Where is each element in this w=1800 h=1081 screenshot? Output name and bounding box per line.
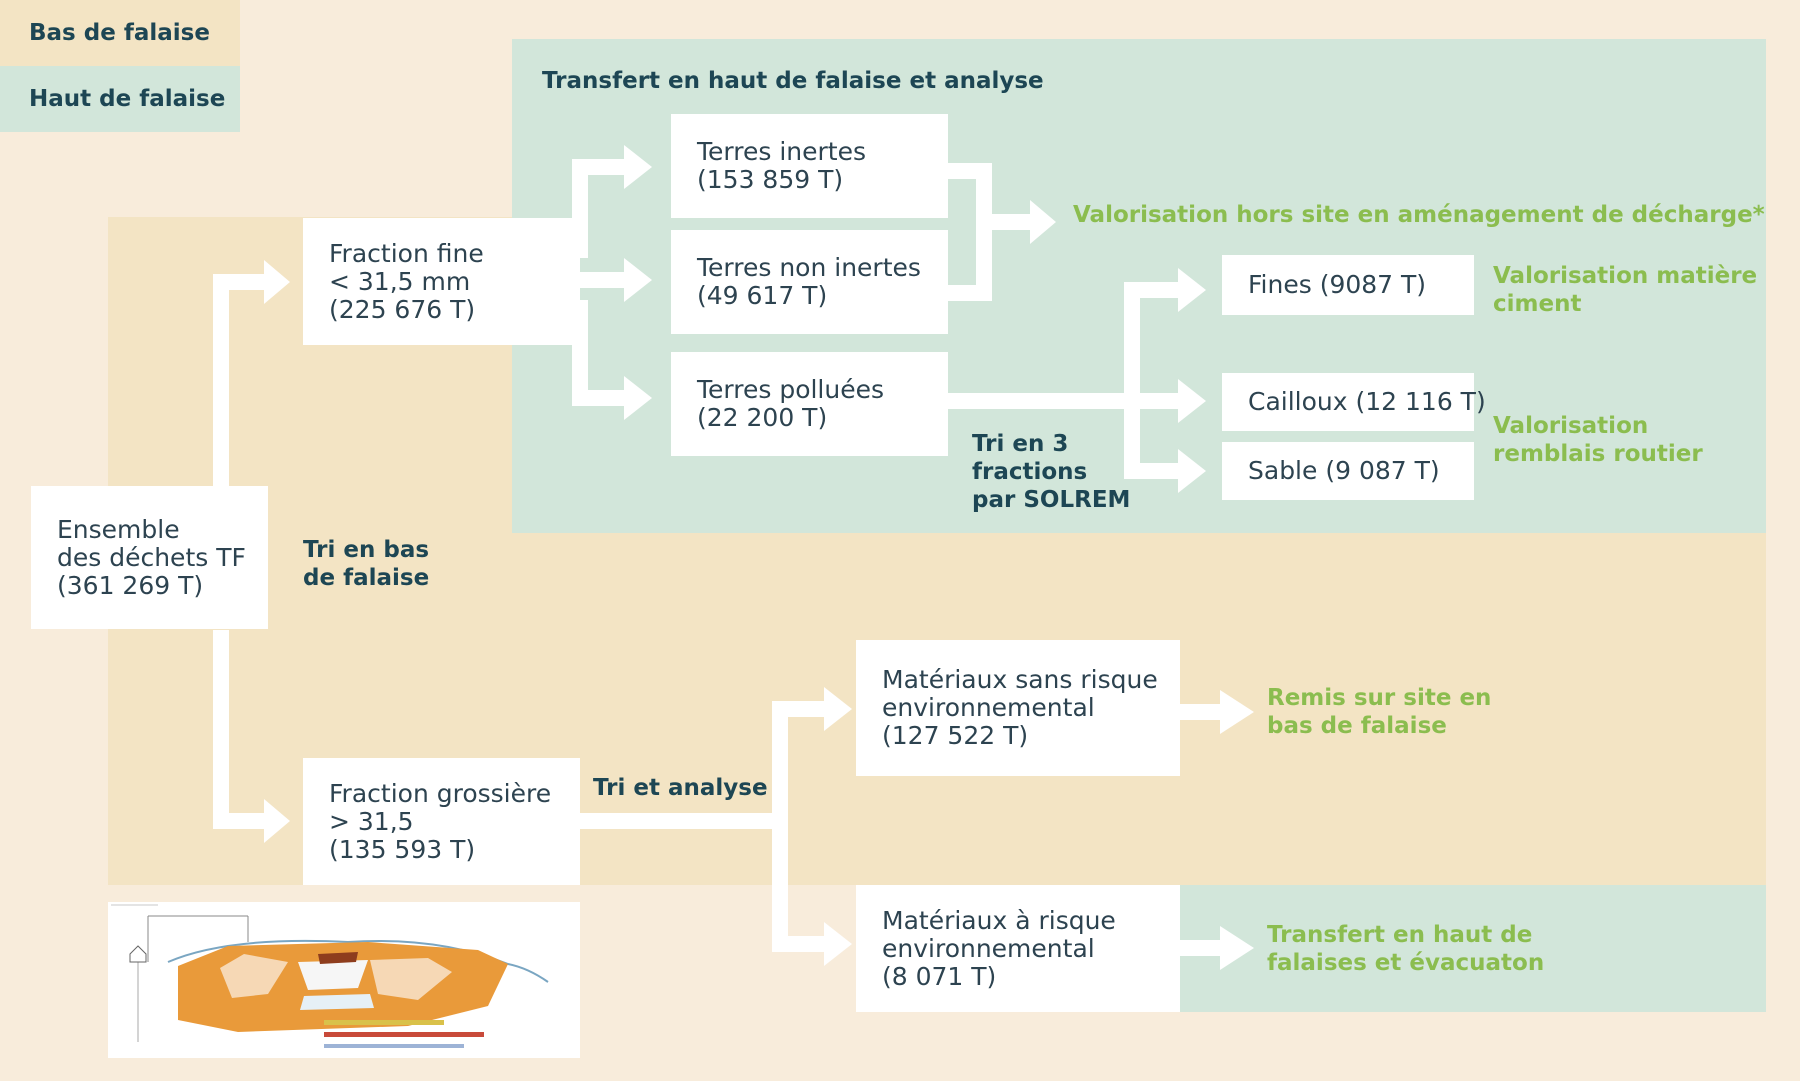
legend-bas-de-falaise: Bas de falaise — [0, 0, 240, 66]
arrow-stem-to-fines — [1124, 282, 1180, 401]
terres-polluees-line-1: Terres polluées — [697, 375, 885, 404]
arrowhead-transfert — [1220, 926, 1254, 970]
box-sable: Sable (9 087 T) — [1222, 442, 1474, 500]
label-tri-et-analyse: Tri et analyse — [593, 775, 768, 801]
box-ensemble-dechets: Ensemble des déchets TF (361 269 T) — [31, 486, 268, 629]
fines-label: Fines (9087 T) — [1248, 270, 1427, 299]
terres-non-inertes-line-1: Terres non inertes — [697, 253, 921, 282]
box-materiaux-risque: Matériaux à risque environnemental (8 07… — [856, 885, 1180, 1012]
outcome-valorisation-routier: Valorisation remblais routier — [1493, 412, 1703, 468]
legend-haut-de-falaise: Haut de falaise — [0, 66, 240, 132]
arrow-stem-to-sable — [1124, 401, 1180, 479]
legend-haut-label: Haut de falaise — [29, 86, 226, 112]
terres-non-inertes-line-2: (49 617 T) — [697, 281, 828, 310]
arrowhead-remis — [1220, 690, 1254, 734]
label-tri-bas-de-falaise: Tri en bas de falaise — [303, 536, 429, 592]
risque-line-2: environnemental — [882, 933, 1095, 963]
terres-inertes-line-1: Terres inertes — [697, 137, 866, 166]
box-cailloux: Cailloux (12 116 T) — [1222, 373, 1486, 431]
ciment-line-1: Valorisation matière — [1493, 263, 1758, 289]
ensemble-line-1: Ensemble — [57, 514, 180, 544]
arrowhead-grossiere — [264, 799, 290, 843]
risque-line-3: (8 071 T) — [882, 961, 997, 991]
arrow-stem-to-risque — [772, 821, 826, 952]
tri-3-line-1: Tri en 3 — [972, 431, 1069, 457]
landfill-illustration — [111, 904, 549, 1048]
box-materiaux-sans-risque: Matériaux sans risque environnemental (1… — [856, 640, 1180, 776]
fraction-fine-line-2: < 31,5 mm — [329, 266, 471, 296]
tri-3-line-2: fractions — [972, 459, 1088, 485]
terres-polluees-line-2: (22 200 T) — [697, 403, 828, 432]
box-fraction-grossiere: Fraction grossière > 31,5 (135 593 T) — [303, 758, 580, 885]
routier-line-1: Valorisation — [1493, 413, 1649, 439]
terres-inertes-line-2: (153 859 T) — [697, 165, 844, 194]
box-terres-polluees: Terres polluées (22 200 T) — [671, 352, 948, 456]
sans-risque-line-3: (127 522 T) — [882, 721, 1029, 750]
ensemble-line-3: (361 269 T) — [57, 570, 204, 600]
outcome-valorisation-ciment: Valorisation matière ciment — [1493, 262, 1757, 318]
box-terres-non-inertes: Terres non inertes (49 617 T) — [671, 230, 948, 334]
box-terres-inertes: Terres inertes (153 859 T) — [671, 114, 948, 218]
arrow-stem-to-polluees — [572, 300, 626, 406]
legend-bas-label: Bas de falaise — [29, 20, 210, 46]
fraction-fine-line-3: (225 676 T) — [329, 294, 476, 324]
ensemble-line-2: des déchets TF — [57, 542, 246, 572]
transfert-line-1: Transfert en haut de — [1267, 922, 1533, 948]
arrow-stem-to-inertes — [572, 159, 626, 258]
arrowhead-sable — [1178, 449, 1206, 493]
fraction-grossiere-line-2: > 31,5 — [329, 806, 414, 836]
arrowhead-sans-risque — [824, 687, 852, 731]
risque-line-1: Matériaux à risque — [882, 905, 1116, 935]
arrowhead-non-inertes — [624, 258, 652, 302]
arrow-stem-to-grossiere — [213, 630, 268, 829]
arrow-stem-to-sans-risque — [772, 701, 826, 821]
label-tri-3-fractions: Tri en 3 fractions par SOLREM — [972, 430, 1130, 514]
arrowhead-risque — [824, 922, 852, 966]
arrowhead-decharge — [1030, 200, 1056, 244]
tri-bas-line-2: de falaise — [303, 565, 430, 591]
arrow-stem-to-fine — [213, 274, 268, 486]
zone-haut-evacuation — [1180, 885, 1766, 1012]
arrowhead-inertes — [624, 145, 652, 189]
box-fraction-fine: Fraction fine < 31,5 mm (225 676 T) — [303, 218, 580, 345]
sable-label: Sable (9 087 T) — [1248, 456, 1440, 485]
fraction-grossiere-line-3: (135 593 T) — [329, 834, 476, 864]
routier-line-2: remblais routier — [1493, 441, 1703, 467]
fraction-grossiere-line-1: Fraction grossière — [329, 778, 552, 808]
haut-section-title: Transfert en haut de falaise et analyse — [542, 68, 1044, 94]
arrowhead-polluees — [624, 376, 652, 420]
remis-line-1: Remis sur site en — [1267, 685, 1492, 711]
arrowhead-fine — [264, 260, 290, 304]
merge-connector — [948, 163, 992, 301]
tri-bas-line-1: Tri en bas — [303, 537, 430, 563]
landfill-cross-section-image — [108, 902, 580, 1058]
tri-3-line-3: par SOLREM — [972, 487, 1131, 513]
arrowhead-cailloux — [1178, 379, 1206, 423]
sans-risque-line-2: environnemental — [882, 693, 1095, 722]
cailloux-label: Cailloux (12 116 T) — [1248, 387, 1486, 416]
remis-line-2: bas de falaise — [1267, 713, 1447, 739]
arrowhead-fines — [1178, 268, 1206, 312]
outcome-remis-sur-site: Remis sur site en bas de falaise — [1267, 684, 1491, 740]
fraction-fine-line-1: Fraction fine — [329, 238, 484, 268]
outcome-transfert-evacuation: Transfert en haut de falaises et évacuat… — [1267, 921, 1544, 977]
sans-risque-line-1: Matériaux sans risque — [882, 665, 1158, 694]
ciment-line-2: ciment — [1493, 291, 1582, 317]
transfert-line-2: falaises et évacuaton — [1267, 950, 1545, 976]
outcome-valorisation-decharge: Valorisation hors site en aménagement de… — [1073, 202, 1765, 228]
box-fines: Fines (9087 T) — [1222, 255, 1474, 315]
